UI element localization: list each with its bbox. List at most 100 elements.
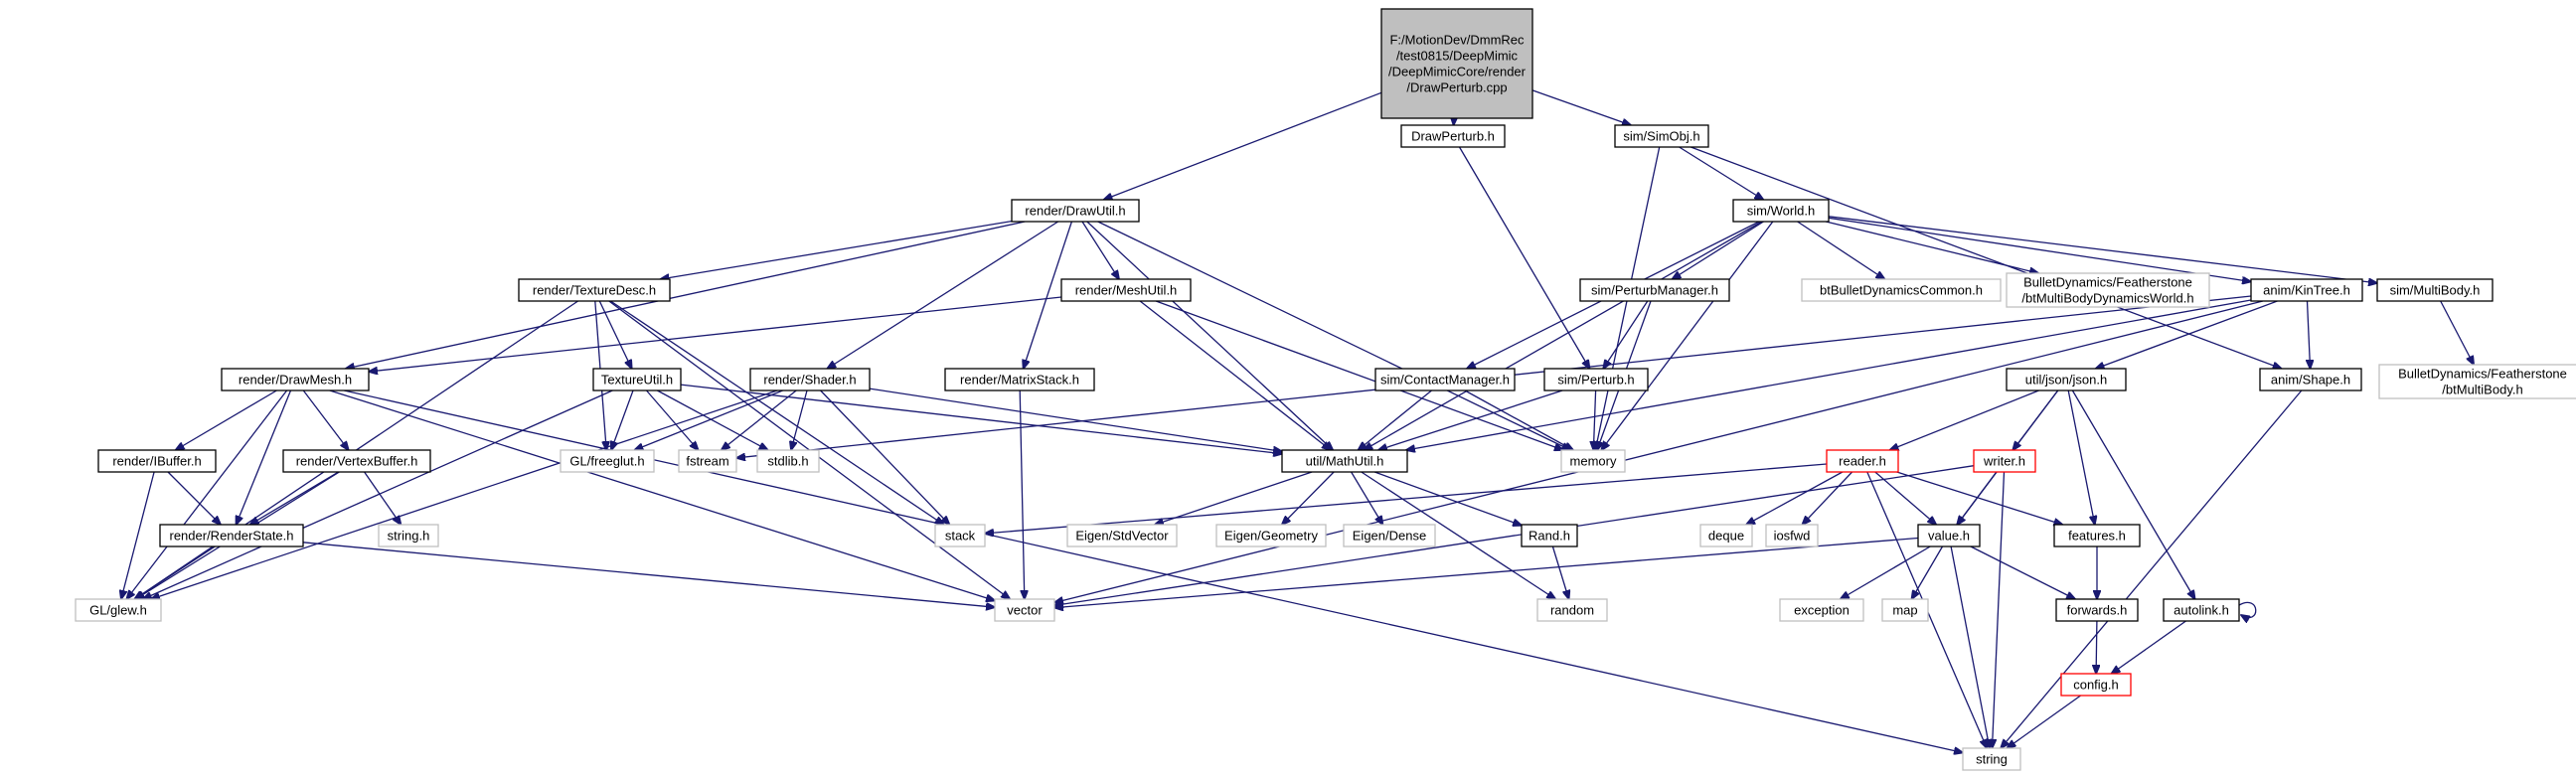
node-root: F:/MotionDev/DmmRec/test0815/DeepMimic/D… [1380,8,1533,119]
node-random[interactable]: random [1536,598,1608,622]
node-label: DrawPerturb.h [1411,129,1495,144]
node-label: sim/Perturb.h [1557,373,1634,388]
edge-meshutil-to-drawmesh [369,296,1062,372]
node-label: sim/MultiBody.h [2390,283,2481,298]
node-multibody[interactable]: sim/MultiBody.h [2376,278,2494,302]
node-shader[interactable]: render/Shader.h [749,368,871,391]
node-label: btBulletDynamicsCommon.h [1820,283,1983,298]
node-reader[interactable]: reader.h [1826,449,1899,473]
node-drawperturb_h[interactable]: DrawPerturb.h [1400,124,1506,148]
node-box [1881,598,1929,622]
node-kintree[interactable]: anim/KinTree.h [2250,278,2363,302]
node-memory[interactable]: memory [1560,449,1626,473]
node-json[interactable]: util/json/json.h [2006,368,2127,391]
edge-drawutil-to-drawmesh [346,221,1026,369]
edge-perturb-to-memory [1593,389,1595,450]
edge-texutil-to-glew [143,389,613,599]
edge-autolink-to-config [2112,620,2186,674]
edge-shape-to-string [2001,389,2303,748]
node-config[interactable]: config.h [2060,673,2132,697]
edge-world-to-btcommon [1797,221,1885,279]
node-ibuffer[interactable]: render/IBuffer.h [97,449,217,473]
node-box [1011,199,1140,223]
node-btworld[interactable]: BulletDynamics/Featherstone/btMultiBodyD… [2006,272,2210,308]
node-shape[interactable]: anim/Shape.h [2259,368,2362,391]
node-stack[interactable]: stack [934,524,986,547]
node-box [1917,524,1981,547]
node-box [678,449,737,473]
node-label: autolink.h [2174,603,2229,618]
node-stdlib[interactable]: stdlib.h [756,449,820,473]
node-stringh[interactable]: string.h [378,524,439,547]
node-label: Rand.h [1529,529,1570,544]
node-fstream[interactable]: fstream [678,449,737,473]
edge-value-to-forwards [1970,545,2075,599]
node-box [1521,524,1578,547]
node-texdesc[interactable]: render/TextureDesc.h [518,278,671,302]
node-box [518,278,671,302]
node-simobj[interactable]: sim/SimObj.h [1614,124,1709,148]
edge-shader-to-mathutil [869,388,1282,451]
node-box [592,368,682,391]
node-vector[interactable]: vector [994,598,1055,622]
node-geometry[interactable]: Eigen/Geometry [1215,524,1327,547]
node-vbuffer[interactable]: render/VertexBuffer.h [282,449,431,473]
edge-drawutil-to-shader [827,221,1059,369]
edge-kintree-to-json [2096,300,2278,369]
node-btcommon[interactable]: btBulletDynamicsCommon.h [1801,278,2002,302]
node-meshutil[interactable]: render/MeshUtil.h [1060,278,1192,302]
node-iosfwd[interactable]: iosfwd [1765,524,1819,547]
node-value[interactable]: value.h [1917,524,1981,547]
node-forwards[interactable]: forwards.h [2055,598,2139,622]
edge-drawutil-to-memory [1097,221,1571,450]
node-box [221,368,370,391]
node-writer[interactable]: writer.h [1973,449,2036,473]
node-label: Eigen/Dense [1353,529,1426,544]
node-perturb[interactable]: sim/Perturb.h [1543,368,1649,391]
node-mathutil[interactable]: util/MathUtil.h [1281,449,1408,473]
node-exception[interactable]: exception [1779,598,1864,622]
edge-value-to-string [1950,545,1990,748]
node-freeglut[interactable]: GL/freeglut.h [560,449,655,473]
node-matstack[interactable]: render/MatrixStack.h [944,368,1095,391]
node-box [2250,278,2363,302]
node-box [1536,598,1608,622]
node-stdvector[interactable]: Eigen/StdVector [1066,524,1178,547]
node-rand[interactable]: Rand.h [1521,524,1578,547]
node-contactmgr[interactable]: sim/ContactManager.h [1374,368,1516,391]
node-drawutil[interactable]: render/DrawUtil.h [1011,199,1140,223]
node-box [1374,368,1516,391]
node-perturbmgr[interactable]: sim/PerturbManager.h [1579,278,1730,302]
node-world[interactable]: sim/World.h [1732,199,1830,223]
node-string[interactable]: string [1962,747,2021,771]
node-glew[interactable]: GL/glew.h [75,598,162,622]
node-autolink[interactable]: autolink.h [2163,598,2240,622]
node-label: render/VertexBuffer.h [296,454,418,469]
node-box [2053,524,2141,547]
edge-root-to-simobj [1531,89,1631,125]
node-label: GL/glew.h [89,603,147,618]
edge-value-to-map [1912,545,1944,599]
edge-drawutil-to-mathutil [1086,221,1333,450]
edge-shader-to-stack [820,389,950,525]
node-deque[interactable]: deque [1699,524,1753,547]
edge-shader-to-stdlib [791,389,808,450]
edge-root-to-drawutil [1104,91,1382,200]
node-features[interactable]: features.h [2053,524,2141,547]
node-box [97,449,217,473]
node-label: string.h [388,529,430,544]
edge-rand-to-random [1551,545,1568,599]
node-texutil[interactable]: TextureUtil.h [592,368,682,391]
node-dense[interactable]: Eigen/Dense [1343,524,1436,547]
edge-reader-to-deque [1746,471,1844,525]
node-box [1060,278,1192,302]
node-drawmesh[interactable]: render/DrawMesh.h [221,368,370,391]
node-btmultibody[interactable]: BulletDynamics/Featherstone/btMultiBody.… [2378,364,2576,399]
edge-texdesc-to-stack [610,300,943,525]
node-box [994,598,1055,622]
node-box [1543,368,1649,391]
edge-autolink-to-autolink [2238,601,2257,617]
node-map[interactable]: map [1881,598,1929,622]
node-renderstate[interactable]: render/RenderState.h [159,524,304,547]
